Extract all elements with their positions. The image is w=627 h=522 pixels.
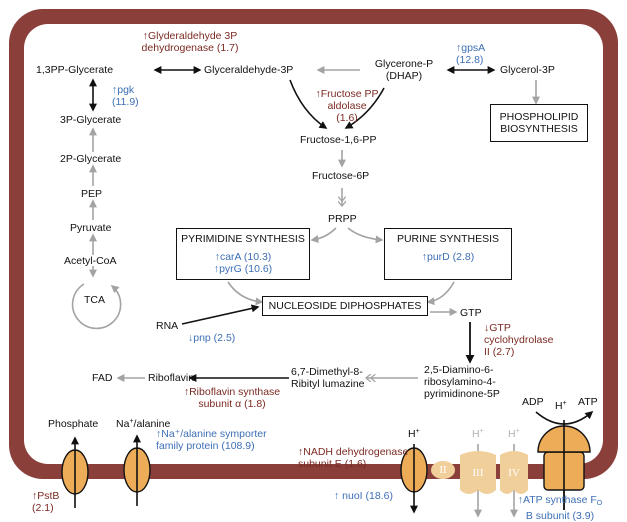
phospholipid-biosynthesis-box: PHOSPHOLIPID BIOSYNTHESIS <box>490 104 588 142</box>
metabolite-1-3pp-glycerate: 1,3PP-Glycerate <box>36 64 114 76</box>
metabolite-dhap: Glycerone-P (DHAP) <box>374 58 434 82</box>
metabolite-2p-glycerate: 2P-Glycerate <box>60 153 122 165</box>
h-text: H <box>472 428 480 440</box>
atp-synthase-subscript: O <box>596 500 603 507</box>
h-charge: + <box>515 428 520 435</box>
metabolite-pyruvate: Pyruvate <box>70 222 112 234</box>
metabolite-fructose-6p: Fructose-6P <box>312 170 370 182</box>
complex-iv <box>500 451 528 494</box>
metabolite-pep: PEP <box>81 188 103 200</box>
pyrimidine-box-genes: ↑carA (10.3) ↑pyrG (10.6) <box>213 251 273 275</box>
metabolite-3p-glycerate: 3P-Glycerate <box>60 114 122 126</box>
tca-cycle <box>71 283 122 330</box>
alanine-text: /alanine <box>133 418 171 430</box>
metabolite-acetyl-coa: Acetyl-CoA <box>64 255 117 267</box>
atp-synthase-prefix: ↑ATP synthase F <box>517 494 597 506</box>
arrow-adp-atp <box>535 410 594 425</box>
metabolite-fructose-1-6-pp: Fructose-1,6-PP <box>300 134 377 146</box>
purine-synthesis-box: PURINE SYNTHESIS ↑purD (2.8) <box>384 228 512 280</box>
atp-synthase-suffix: B subunit (3.9) <box>525 510 595 522</box>
annotation-gpsa: ↑gpsA (12.8) <box>456 42 486 66</box>
metabolite-riboflavin: Riboflavin <box>148 372 195 384</box>
complex-ii-label: II <box>439 464 447 476</box>
metabolite-phosphate: Phosphate <box>48 418 99 430</box>
proton-complex-i: H+ <box>408 426 420 440</box>
nucleoside-box-label: NUCLEOSIDE DIPHOSPHATES <box>268 300 422 312</box>
metabolite-prpp: PRPP <box>328 213 357 225</box>
h-charge: + <box>479 428 484 435</box>
metabolite-na-alanine: Na+/alanine <box>116 416 170 430</box>
pyrimidine-box-label: PYRIMIDINE SYNTHESIS <box>181 233 305 245</box>
annotation-pstb: ↑PstB (2.1) <box>32 490 60 514</box>
annotation-gtp-cyclohydrolase: ↓GTP cyclohydrolase II (2.7) <box>484 322 554 358</box>
proton-atp-synthase: H+ <box>555 398 567 412</box>
annotation-aldolase: ↑Fructose PP aldolase (1.6) <box>315 88 379 124</box>
metabolite-tca: TCA <box>84 294 105 306</box>
arrow-rna-nucleoside <box>181 304 260 325</box>
phospholipid-box-label: PHOSPHOLIPID BIOSYNTHESIS <box>499 111 579 135</box>
h-text: H <box>508 428 516 440</box>
metabolite-fad: FAD <box>92 372 113 384</box>
h-text: H <box>408 428 416 440</box>
h-charge: + <box>415 428 420 435</box>
proton-complex-iv: H+ <box>508 426 520 440</box>
metabolite-glycerol-3p: Glycerol-3P <box>500 64 555 76</box>
h-text: H <box>555 400 563 412</box>
metabolite-ribityl-lumazine: 6,7-Dimethyl-8- Ribityl lumazine <box>291 366 365 390</box>
annotation-pnp: ↓pnp (2.5) <box>188 332 236 344</box>
annotation-nuoi: ↑ nuoI (18.6) <box>334 490 393 502</box>
arrow-purine-nucleoside <box>426 281 455 306</box>
annotation-nadh-dehydrogenase: ↑NADH dehydrogenase subunit E (1.6) <box>298 446 409 470</box>
annotation-symporter: ↑Na⁺/alanine symporter family protein (1… <box>156 428 267 452</box>
annotation-riboflavin-synthase: ↑Riboflavin synthase subunit α (1.8) <box>183 386 281 410</box>
arrow-prpp-purine <box>347 227 384 244</box>
arrow-pyrimidine-nucleoside <box>227 281 264 306</box>
metabolite-glyceraldehyde-3p: Glyceraldehyde-3P <box>204 64 294 76</box>
pyrimidine-synthesis-box: PYRIMIDINE SYNTHESIS ↑carA (10.3) ↑pyrG … <box>176 228 310 280</box>
complex-iii <box>460 451 496 494</box>
nucleoside-diphosphates-box: NUCLEOSIDE DIPHOSPHATES <box>262 296 428 316</box>
purine-box-label: PURINE SYNTHESIS <box>396 233 500 245</box>
arrow-gap-fbp <box>289 79 328 129</box>
complex-ii <box>431 461 455 479</box>
metabolite-diamino-pyrimidinone: 2,5-Diamino-6- ribosylamino-4- pyrimidin… <box>424 364 500 400</box>
metabolite-atp: ATP <box>578 396 598 408</box>
metabolite-gtp: GTP <box>460 307 482 319</box>
metabolite-adp: ADP <box>522 396 544 408</box>
h-charge: + <box>562 400 567 407</box>
cytoplasm <box>24 24 603 464</box>
na-text: Na <box>116 418 130 430</box>
proton-complex-iii: H+ <box>472 426 484 440</box>
purine-box-genes: ↑purD (2.8) <box>421 251 475 263</box>
complex-iv-label: IV <box>508 467 520 479</box>
arrow-dhap-fbp <box>344 87 385 129</box>
annotation-pgk: ↑pgk (11.9) <box>112 84 139 108</box>
metabolite-rna: RNA <box>156 320 179 332</box>
na-charge: + <box>129 418 134 425</box>
complex-iii-label: III <box>472 467 484 479</box>
arrow-prpp-pyrimidine <box>310 227 337 244</box>
annotation-gapdh: ↑Glyderaldehyde 3P dehydrogenase (1.7) <box>141 30 239 54</box>
annotation-atp-synthase: ↑ATP synthase FO B subunit (3.9) <box>518 494 602 522</box>
